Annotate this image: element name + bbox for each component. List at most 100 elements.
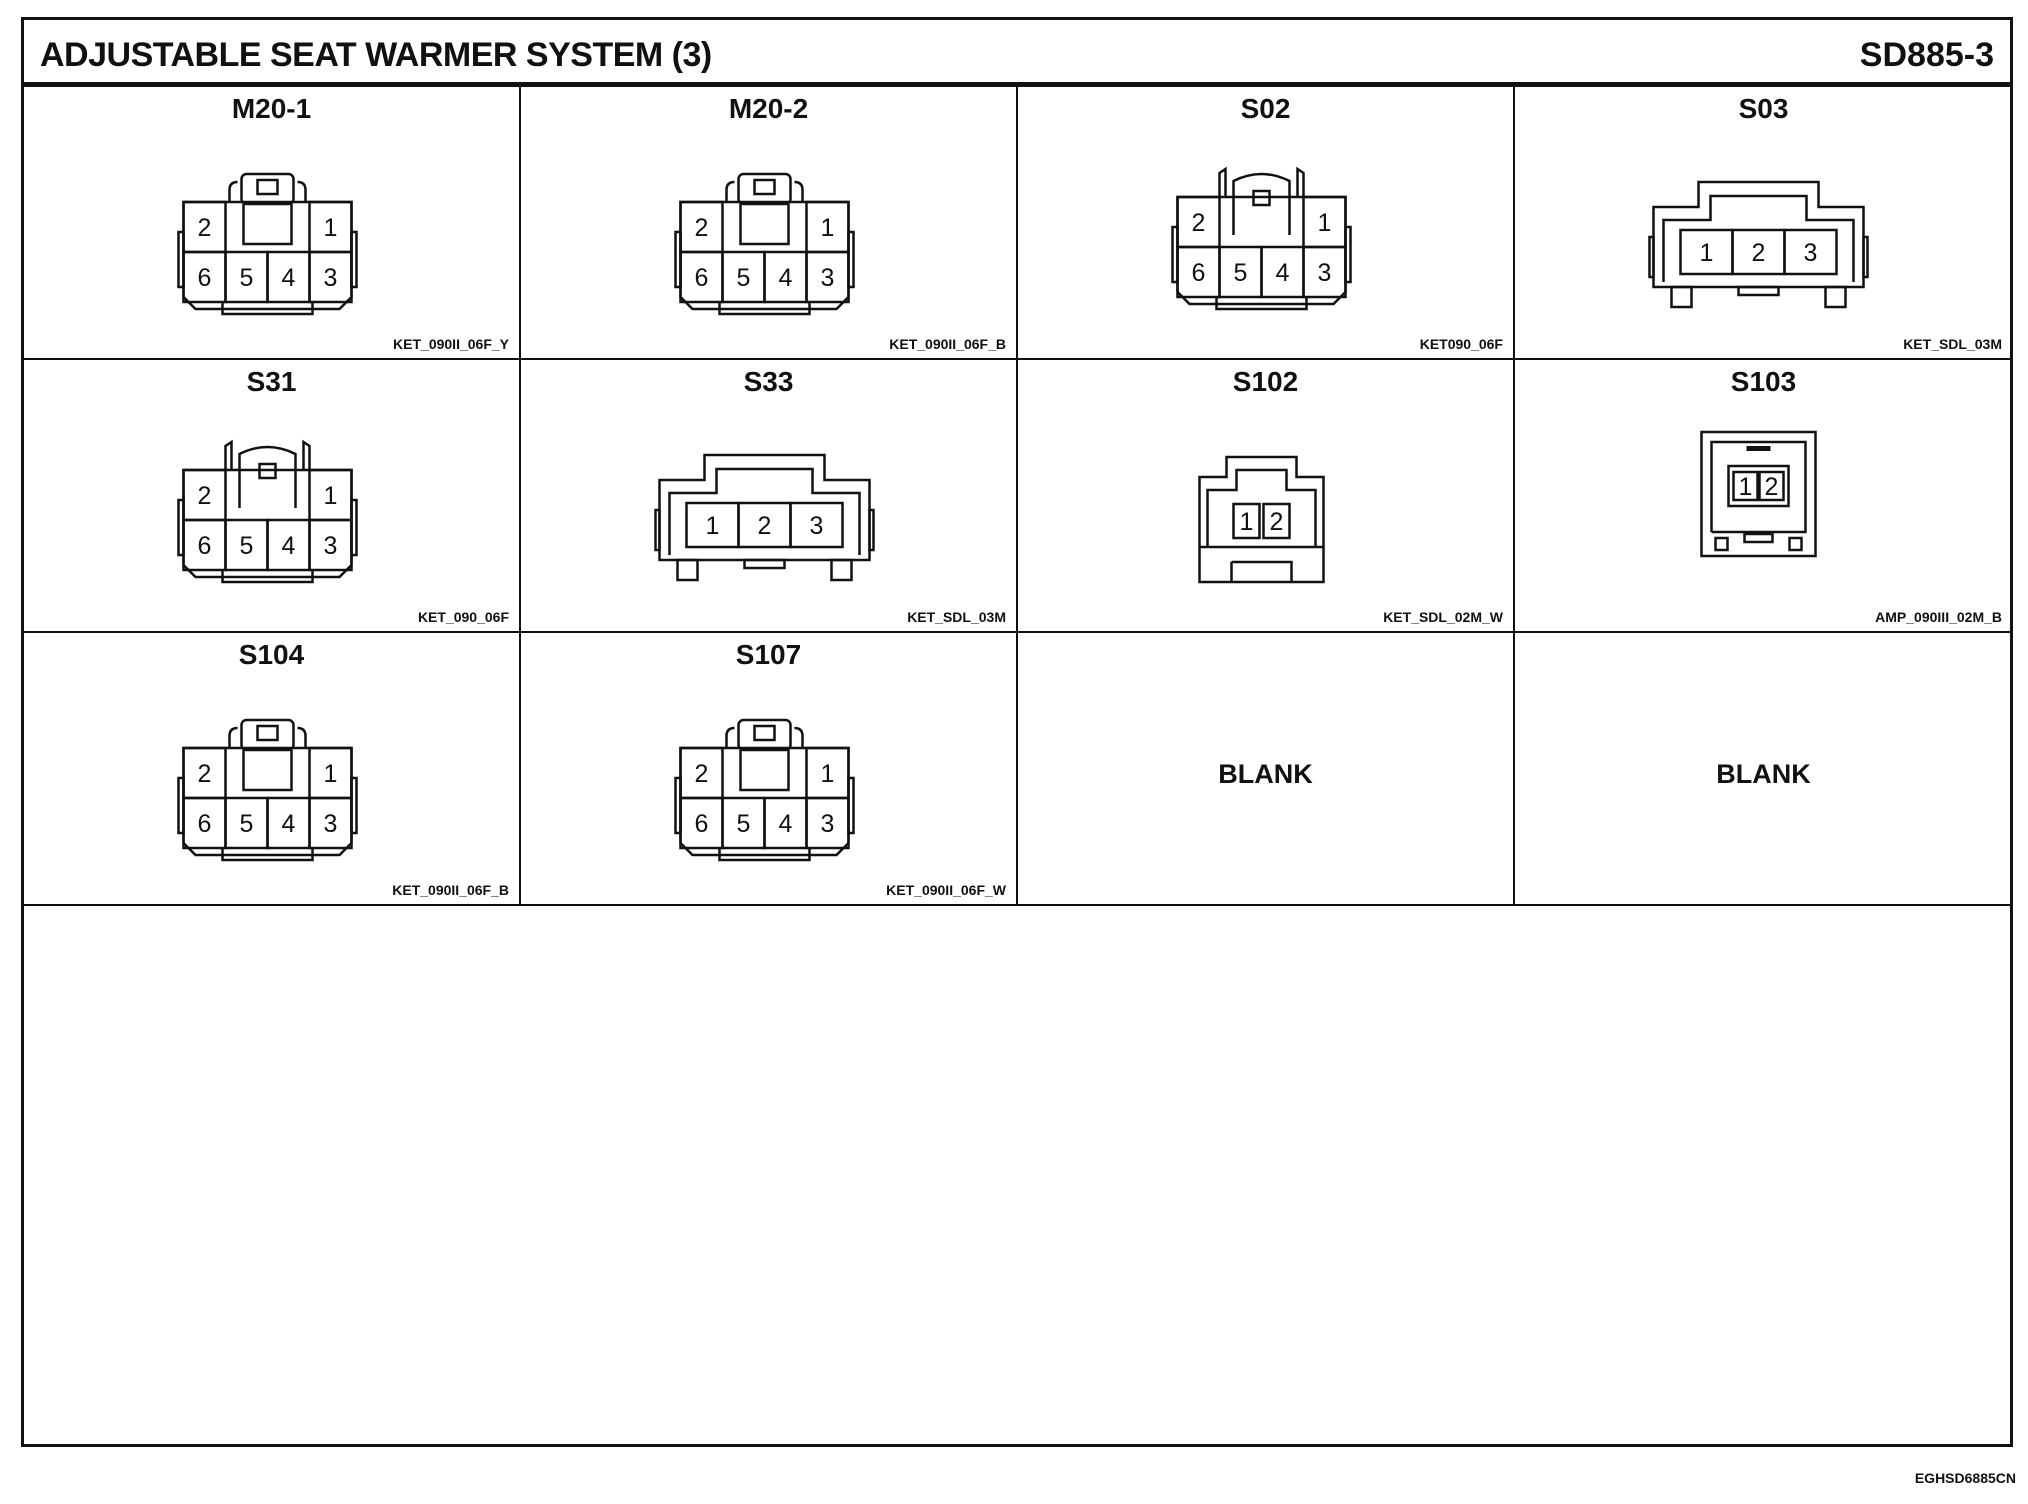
connector-part-number: KET_090II_06F_B — [889, 336, 1006, 352]
connector-ear — [1862, 235, 1869, 279]
latch — [737, 718, 792, 752]
pin-number: 2 — [695, 214, 709, 242]
pin-number: 5 — [240, 810, 254, 838]
pin-number: 1 — [821, 760, 835, 788]
latch-slot — [242, 750, 293, 792]
pin-cell — [308, 518, 353, 572]
footer-code: EGHSD6885CN — [1914, 1470, 2016, 1486]
pin-number: 5 — [1234, 259, 1248, 287]
connector-name: M20-2 — [728, 93, 809, 124]
pin-cell — [789, 501, 844, 549]
connector-body — [658, 453, 871, 562]
pin-number: 6 — [198, 810, 212, 838]
pin-number: 1 — [821, 214, 835, 242]
pin-number: 1 — [1700, 239, 1714, 267]
connector-name: M20-1 — [231, 93, 312, 124]
connector-body — [1700, 430, 1817, 558]
latch-slot — [739, 204, 790, 246]
pin-number: 2 — [198, 760, 212, 788]
pin-cell — [1262, 502, 1291, 540]
connector-part-number: KET_SDL_03M — [907, 609, 1006, 625]
pin-number: 5 — [240, 532, 254, 560]
connector-inner — [1206, 468, 1317, 547]
pin-number: 3 — [1318, 259, 1332, 287]
pin-cell — [308, 796, 353, 850]
connector-name: S31 — [246, 366, 297, 397]
latch — [737, 172, 792, 206]
connector-part-number: KET_SDL_03M — [1903, 336, 2002, 352]
pin-number: 1 — [324, 214, 338, 242]
connector-foot — [676, 558, 699, 582]
connector-part-number: KET_090II_06F_Y — [393, 336, 509, 352]
pin-number: 1 — [1318, 209, 1332, 237]
pin-number: 4 — [282, 810, 296, 838]
pin-cell — [1232, 502, 1261, 540]
latch-tab — [1252, 189, 1271, 207]
pin-number: 3 — [1804, 239, 1818, 267]
connector-body — [1652, 180, 1865, 289]
connector-foot — [743, 558, 786, 570]
connector-name: S103 — [1730, 366, 1797, 397]
connector-name: S03 — [1738, 93, 1789, 124]
connector-part-number: KET_090II_06F_B — [392, 882, 509, 898]
connector-name: S33 — [743, 366, 794, 397]
connector-ear — [1648, 235, 1655, 279]
pin-number: 1 — [324, 482, 338, 510]
pin-number: 6 — [198, 264, 212, 292]
latch-arm — [228, 180, 307, 202]
key-mark — [1746, 446, 1771, 451]
pin-frame — [1727, 464, 1790, 508]
connector-foot — [1215, 297, 1308, 311]
connector-foot — [1714, 536, 1729, 552]
connector-name: S102 — [1232, 366, 1299, 397]
latch-arm — [725, 726, 804, 748]
pin-number: 2 — [758, 512, 772, 540]
latch — [238, 445, 297, 508]
pin-number: 2 — [1765, 473, 1779, 501]
latch-arm — [725, 180, 804, 202]
connector-ear — [654, 508, 661, 552]
pin-number: 3 — [810, 512, 824, 540]
latch-arm — [228, 726, 307, 748]
connector-name: S104 — [238, 639, 305, 670]
pin-number: 3 — [324, 532, 338, 560]
connector-foot — [221, 302, 314, 316]
header: ADJUSTABLE SEAT WARMER SYSTEM (3) SD885-… — [24, 20, 2010, 87]
connector-drawing: 1 2 3 — [654, 453, 875, 582]
connector-inner — [1662, 194, 1855, 282]
latch — [240, 718, 295, 752]
pin-cell — [805, 250, 850, 304]
pin-number: 3 — [821, 264, 835, 292]
pin-number: 2 — [198, 214, 212, 242]
connector-part-number: AMP_090III_02M_B — [1875, 609, 2002, 625]
pin-number: 1 — [706, 512, 720, 540]
latch-tab — [753, 178, 776, 196]
pin-number: 6 — [198, 532, 212, 560]
connector-name: S107 — [735, 639, 802, 670]
blank-label: BLANK — [1716, 759, 1811, 789]
connector-name: S02 — [1240, 93, 1291, 124]
pin-cell — [308, 250, 353, 304]
pin-number: 5 — [737, 264, 751, 292]
pin-number: 1 — [324, 760, 338, 788]
latch-tab — [753, 724, 776, 742]
pin-cell — [1783, 228, 1838, 276]
pin-number: 5 — [737, 810, 751, 838]
pin-cell — [1302, 245, 1347, 299]
pin-number: 6 — [695, 810, 709, 838]
